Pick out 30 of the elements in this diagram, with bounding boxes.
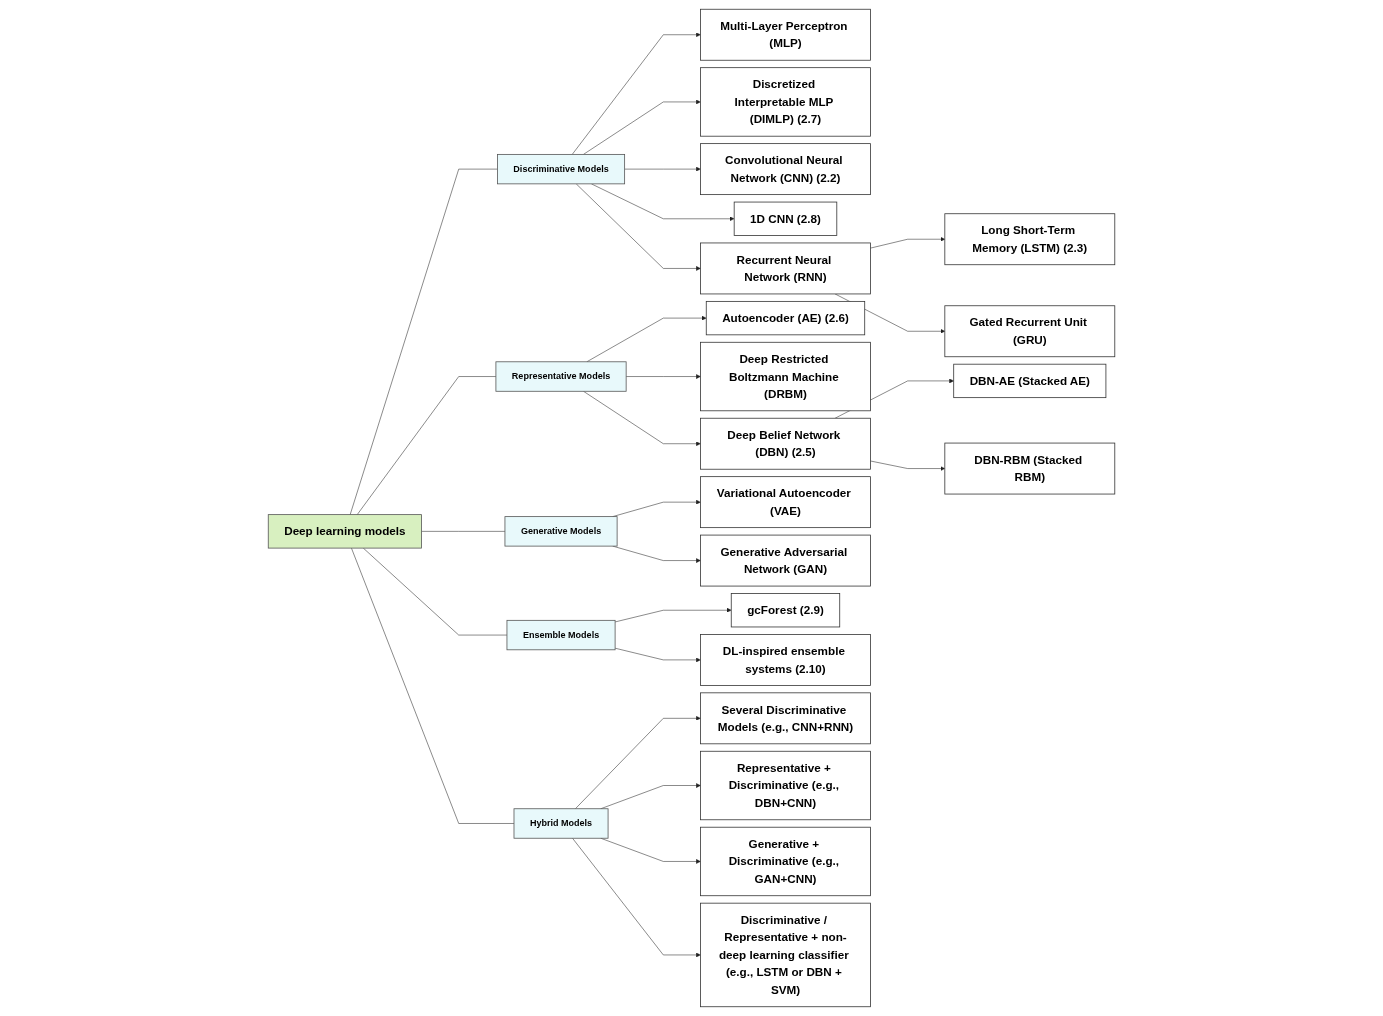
node-box: Deep Belief Network (DBN) (2.5) xyxy=(700,417,871,470)
node-box: Multi-Layer Perceptron (MLP) xyxy=(700,8,871,61)
node-box: Deep learning models xyxy=(267,514,422,549)
node-box: Convolutional Neural Network (CNN) (2.2) xyxy=(700,143,871,195)
node-box: Gated Recurrent Unit (GRU) xyxy=(944,305,1116,358)
node-box: Discriminative / Representative + non-deep learning classifier (e.g., LSTM or DBN + SVM) xyxy=(700,902,871,1008)
node-box: DL-inspired ensemble systems (2.10) xyxy=(700,634,871,686)
node-box: Deep Restricted Boltzmann Machine (DRBM) xyxy=(700,341,871,412)
node-box: Generative Adversarial Network (GAN) xyxy=(700,534,871,587)
connector xyxy=(351,547,515,824)
node-box: Several Discriminative Models (e.g., CNN+RNN) xyxy=(700,692,871,745)
connector xyxy=(356,376,497,515)
node-box: Recurrent Neural Network (RNN) xyxy=(700,242,871,295)
node-box: gcForest (2.9) xyxy=(730,593,841,628)
node-box: Autoencoder (AE) (2.6) xyxy=(705,301,866,336)
node-box: Representative + Discriminative (e.g., DBN+CNN) xyxy=(700,750,871,821)
node-box: DBN-RBM (Stacked RBM) xyxy=(944,442,1116,495)
node-box: Generative Models xyxy=(504,516,618,547)
node-box: Variational Autoencoder (VAE) xyxy=(700,476,871,529)
node-box: DBN-AE (Stacked AE) xyxy=(953,363,1107,399)
node-box: Hybrid Models xyxy=(513,808,609,839)
node-box: Discretized Interpretable MLP (DIMLP) (2.7) xyxy=(700,67,871,137)
node-box: Long Short-Term Memory (LSTM) (2.3) xyxy=(944,213,1116,266)
node-box: Ensemble Models xyxy=(506,619,616,651)
connector xyxy=(421,531,506,532)
node-box: Representative Models xyxy=(495,361,627,392)
connector xyxy=(349,168,498,515)
node-box: Discriminative Models xyxy=(497,154,625,185)
node-box: 1D CNN (2.8) xyxy=(733,201,838,236)
node-box: Generative + Discriminative (e.g., GAN+CNN) xyxy=(700,826,871,897)
